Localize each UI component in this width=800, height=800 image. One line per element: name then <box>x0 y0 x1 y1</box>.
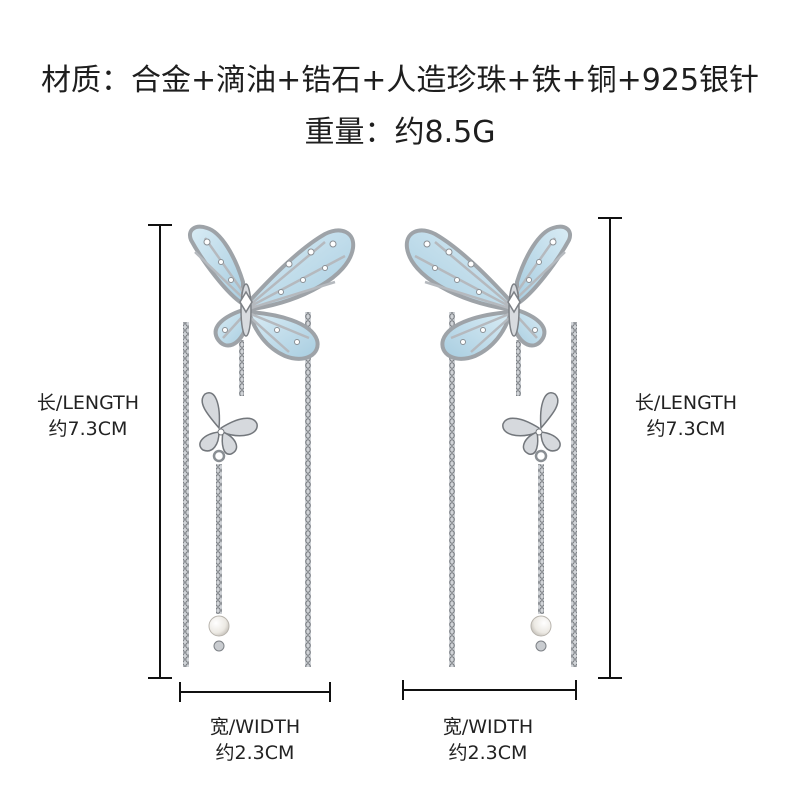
left-width-label: 宽/WIDTH 约2.3CM <box>185 714 325 766</box>
right-width-title: 宽/WIDTH <box>442 716 534 738</box>
right-earring <box>404 224 579 669</box>
left-length-label: 长/LENGTH 约7.3CM <box>18 390 158 442</box>
left-height-dimension <box>148 224 172 679</box>
right-width-label: 宽/WIDTH 约2.3CM <box>418 714 558 766</box>
right-width-value: 约2.3CM <box>448 742 528 764</box>
right-length-label: 长/LENGTH 约7.3CM <box>616 390 756 442</box>
weight-spec: 重量：约8.5G <box>304 115 496 150</box>
left-earring <box>181 224 356 669</box>
left-length-value: 约7.3CM <box>48 418 128 440</box>
right-width-dimension <box>402 680 577 700</box>
left-width-value: 约2.3CM <box>215 742 295 764</box>
right-height-dimension <box>598 217 622 679</box>
left-width-dimension <box>179 682 331 702</box>
left-length-title: 长/LENGTH <box>36 392 140 414</box>
material-spec: 材质：合金+滴油+锆石+人造珍珠+铁+铜+925银针 <box>40 63 760 98</box>
right-length-value: 约7.3CM <box>646 418 726 440</box>
right-length-title: 长/LENGTH <box>634 392 738 414</box>
left-width-title: 宽/WIDTH <box>209 716 301 738</box>
